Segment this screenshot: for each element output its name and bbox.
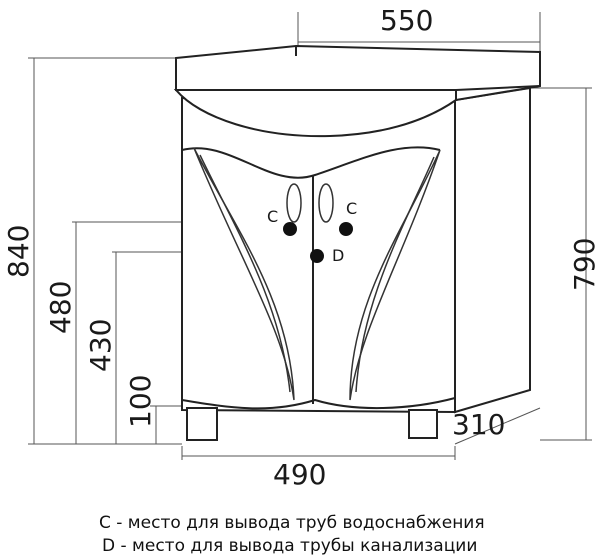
dimension-lines — [28, 12, 592, 460]
dim-height-body: 790 — [568, 238, 600, 291]
side-panel — [454, 86, 531, 414]
cabinet-body — [173, 44, 541, 441]
dim-height-c: 480 — [44, 281, 77, 334]
right-handle — [318, 183, 334, 223]
dim-height-d: 430 — [84, 319, 117, 372]
door-wave-bottom — [181, 397, 456, 410]
leg-front-left — [186, 407, 218, 441]
marker-c-left: C — [267, 207, 278, 226]
sink-bowl — [173, 89, 457, 138]
legend: C - место для вывода труб водоснабжения … — [99, 513, 485, 556]
dim-width-top: 550 — [380, 4, 433, 37]
dim-height-legs: 100 — [124, 375, 157, 428]
left-door-swoosh — [193, 147, 295, 401]
leg-front-right — [408, 409, 438, 439]
pipe-markers: C C D — [267, 199, 357, 265]
legend-line-d: D - место для вывода трубы канализации — [102, 536, 477, 556]
dim-height-total: 840 — [2, 225, 35, 278]
legend-line-c: C - место для вывода труб водоснабжения — [99, 513, 485, 533]
door-wave-top — [181, 146, 441, 179]
dimension-labels: 550 490 310 840 790 480 430 100 — [2, 4, 600, 491]
marker-c-right: C — [346, 199, 357, 218]
dim-depth: 310 — [452, 408, 505, 441]
left-handle — [286, 183, 302, 223]
water-outlet-right — [339, 222, 353, 236]
marker-d: D — [332, 246, 344, 265]
water-outlet-left — [283, 222, 297, 236]
dim-width-bottom: 490 — [273, 458, 326, 491]
drain-outlet — [310, 249, 324, 263]
